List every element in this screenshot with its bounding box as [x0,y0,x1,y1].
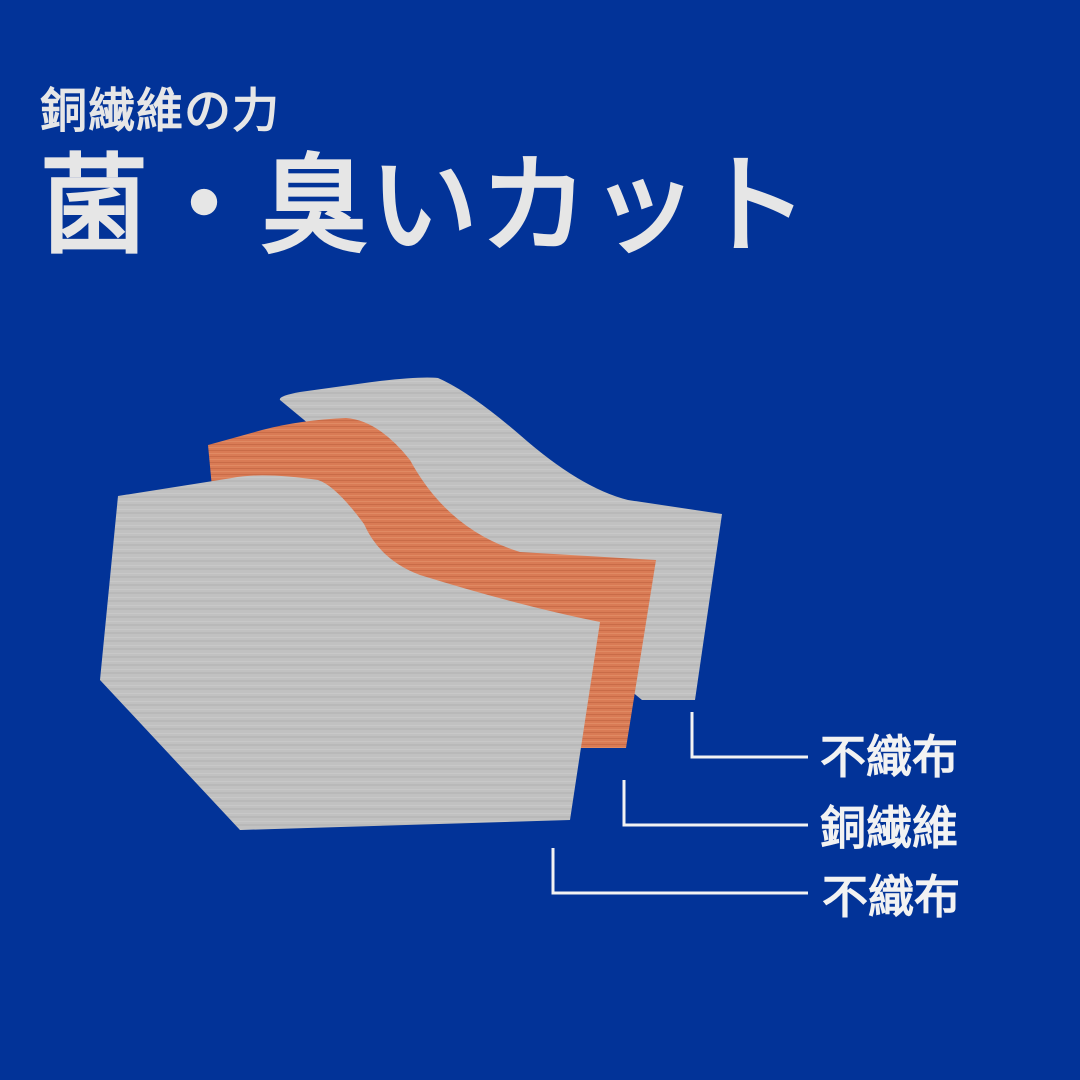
leader-line-front [551,848,808,895]
leader-line-back [690,712,808,759]
subtitle: 銅繊維の力 [40,84,280,139]
headline: 菌・臭いカット [40,144,811,269]
label-copper-fiber: 銅繊維 [820,801,958,855]
leader-line-copper [622,780,808,827]
label-back-nonwoven: 不織布 [820,730,958,784]
label-front-nonwoven: 不織布 [822,870,960,924]
front-nonwoven-layer [100,475,600,830]
